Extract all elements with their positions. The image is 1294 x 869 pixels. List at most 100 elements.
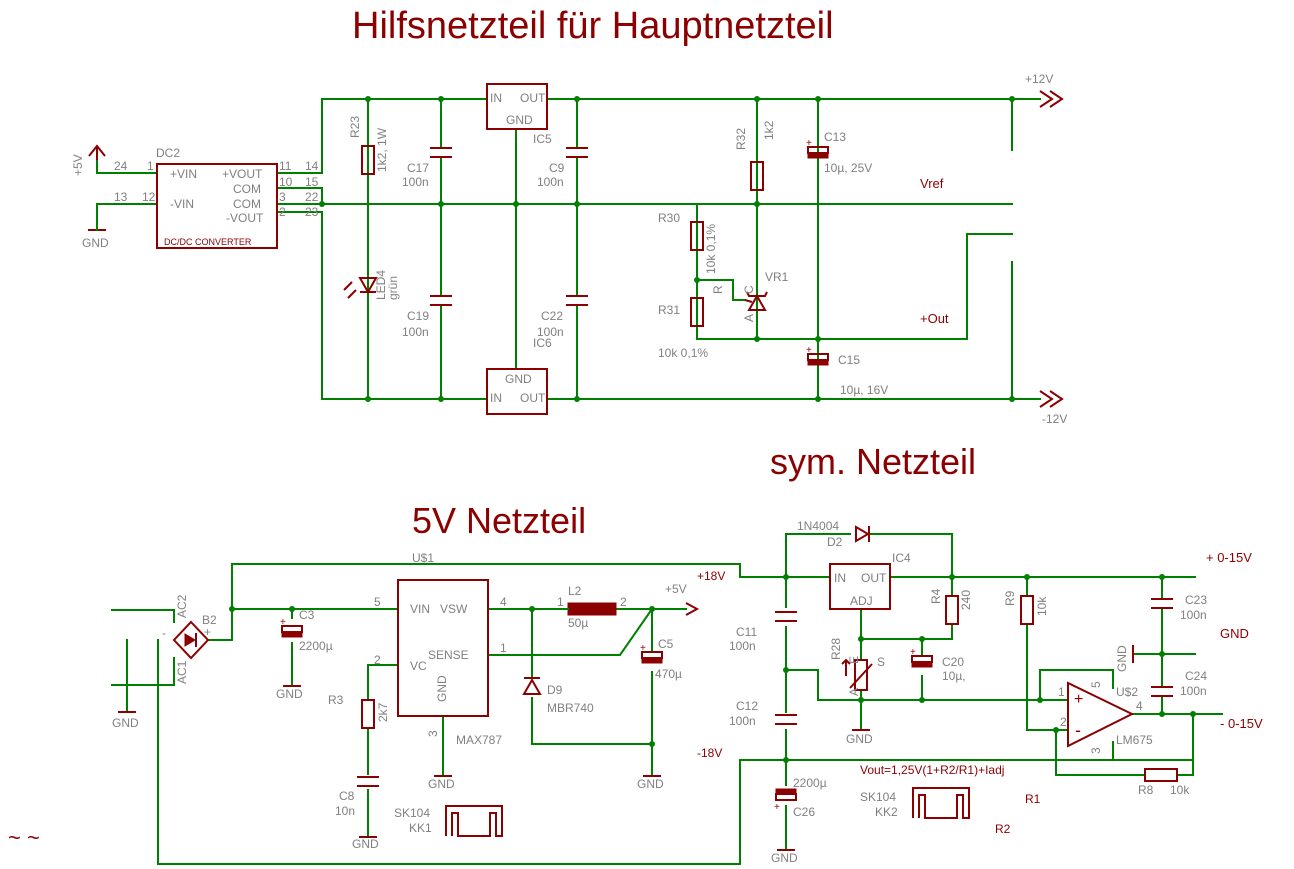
d9-value: MBR740 (547, 701, 594, 715)
dc2-pn14: 14 (305, 159, 319, 173)
u2-name: U$2 (1116, 685, 1138, 699)
b2-minus: - (162, 626, 166, 640)
c9-value: 100n (537, 175, 564, 189)
r23-name: R23 (348, 116, 362, 138)
c3-plus: + (280, 617, 286, 628)
plus5v-label-top: +5V (71, 154, 85, 176)
u1-pn1: 1 (500, 641, 507, 655)
u1-pn2: 2 (374, 653, 381, 667)
dc2-pn24: 24 (114, 159, 128, 173)
minus12v-arrow-icon (1039, 390, 1064, 408)
ic5-pin-out: OUT (520, 91, 546, 105)
c17-name: C17 (407, 161, 429, 175)
u1-name: U$1 (412, 551, 434, 565)
r32-name: R32 (734, 128, 748, 150)
gnd-label-u1: GND (428, 777, 455, 791)
c24-value: 100n (1180, 684, 1207, 698)
vr1-name: VR1 (765, 270, 789, 284)
c3-value: 2200µ (299, 639, 333, 653)
c3-name: C3 (299, 608, 315, 622)
c5-capacitor: + C5 470µ (640, 637, 682, 681)
gnd-symbol-opamp: GND (1115, 645, 1134, 672)
dc2-converter: DC2 +VIN -VIN +VOUT COM COM -VOUT DC/DC … (114, 146, 319, 249)
c19-value: 100n (402, 325, 429, 339)
u1-max787: U$1 VIN VSW SENSE VC GND 5 4 2 1 3 MAX78… (374, 551, 507, 747)
kk1-name: KK1 (409, 821, 432, 835)
u2-pn2: 2 (1060, 715, 1067, 729)
u2-pn5: 5 (1089, 681, 1103, 688)
r28-pin-a: A (847, 688, 861, 696)
kk1-type: SK104 (394, 806, 430, 820)
gnd-symbol-c3: GND (276, 685, 303, 701)
r32-value: 1k2 (762, 120, 776, 140)
c20-name: C20 (942, 655, 964, 669)
u1-pin-vc: VC (410, 659, 427, 673)
c8-value: 10n (335, 804, 355, 818)
gnd-label-c5: GND (637, 777, 664, 791)
c5-name: C5 (658, 637, 674, 651)
minus015v-label: - 0-15V (1220, 716, 1263, 731)
dc2-pn23: 23 (305, 205, 319, 219)
top-junctions (319, 96, 1015, 402)
vr1-pin-c: C (742, 285, 756, 294)
title-5v: 5V Netzteil (412, 500, 586, 541)
r23-resistor: R23 1k2, 1W (348, 116, 389, 175)
plus015v-label: + 0-15V (1206, 550, 1252, 565)
l2-inductor: L2 50µ 1 2 (557, 584, 627, 630)
c9-name: C9 (549, 161, 565, 175)
c24-capacitor: C24 100n (1151, 669, 1207, 698)
c19-capacitor: C19 100n (402, 295, 452, 339)
b2-ac2: AC2 (175, 594, 189, 618)
c9-capacitor: C9 100n (537, 147, 588, 189)
dc2-type: DC/DC CONVERTER (164, 237, 252, 247)
b2-name: B2 (202, 613, 217, 627)
r31-value: 10k 0,1% (658, 346, 708, 360)
vout-formula: Vout=1,25V(1+R2/R1)+Iadj (860, 763, 1004, 777)
plus12v-arrow-icon (1039, 90, 1064, 108)
r30-value: 10k 0,1% (704, 224, 718, 274)
c12-value: 100n (729, 714, 756, 728)
title-main: Hilfsnetzteil für Hauptnetzteil (352, 5, 834, 47)
d2-diode: 1N4004 D2 (797, 519, 870, 549)
c12-capacitor: C12 100n (729, 699, 797, 728)
u1-pn5: 5 (374, 595, 381, 609)
b2-plus: + (204, 625, 211, 639)
gnd-label-r28: GND (846, 732, 873, 746)
dc2-pin-com1: COM (233, 182, 261, 196)
gnd-symbol-b2: GND (112, 711, 139, 730)
l2-value: 50µ (568, 616, 588, 630)
ic6-pin-gnd: GND (505, 372, 532, 386)
u1-pin-vin: VIN (410, 602, 430, 616)
c5-value: 470µ (655, 667, 682, 681)
plus5v-out-label: +5V (665, 582, 687, 596)
r8-value: 10k (1170, 783, 1190, 797)
title-sym: sym. Netzteil (770, 441, 976, 482)
b2-bridge-rectifier: B2 AC2 AC1 - + (162, 594, 217, 684)
c8-capacitor: C8 10n (335, 776, 379, 818)
dc2-name: DC2 (156, 146, 180, 160)
top-wires (96, 98, 1041, 400)
r4-value: 240 (959, 590, 973, 610)
kk2-name: KK2 (875, 805, 898, 819)
u2-pn4: 4 (1136, 699, 1143, 713)
c20-capacitor: + C20 10µ, (910, 647, 966, 683)
dc2-pn2: 2 (279, 205, 286, 219)
r31-resistor: R31 10k 0,1% (658, 297, 708, 360)
dc2-pin-vin-p: +VIN (170, 167, 197, 181)
ic5-pin-in: IN (490, 91, 502, 105)
dc2-pin-vin-m: -VIN (170, 197, 194, 211)
c13-capacitor: + C13 10µ, 25V (806, 130, 872, 175)
minus12v-label: -12V (1042, 412, 1067, 426)
u1-pin-sense: SENSE (428, 648, 469, 662)
u2-minus-input: - (1075, 720, 1081, 740)
ic4-name: IC4 (892, 551, 911, 565)
kk2-type: SK104 (860, 790, 896, 804)
c26-capacitor: + 2200µ C26 (774, 776, 827, 819)
c24-name: C24 (1185, 669, 1207, 683)
dc2-pn11: 11 (279, 159, 292, 173)
c23-capacitor: C23 100n (1151, 593, 1207, 622)
c26-plus: + (774, 802, 780, 813)
vr1-pin-r: R (711, 285, 725, 294)
right-junctions (783, 574, 1196, 763)
right-wires (785, 533, 1223, 851)
